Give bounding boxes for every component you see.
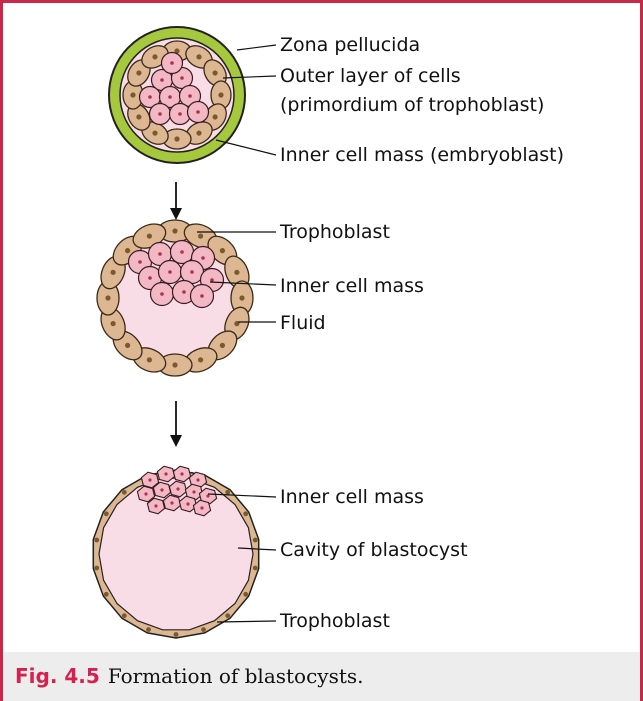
figure-caption-text: Formation of blastocysts. bbox=[108, 664, 364, 688]
inner-cell-nucleus bbox=[148, 478, 151, 481]
figure-number: Fig. 4.5 bbox=[15, 664, 100, 688]
trophoblast-nucleus bbox=[174, 632, 179, 637]
inner-cell-nucleus bbox=[160, 78, 164, 82]
inner-cell-nucleus bbox=[206, 494, 209, 497]
trophoblast-nucleus bbox=[225, 490, 230, 495]
inner-cell-nucleus bbox=[170, 501, 173, 504]
inner-cell-nucleus bbox=[210, 278, 214, 282]
inner-cell-nucleus bbox=[190, 270, 194, 274]
label-trophoblast-late: Trophoblast bbox=[279, 610, 390, 632]
inner-cell-nucleus bbox=[138, 260, 142, 264]
trophoblast-nucleus bbox=[94, 566, 99, 571]
arrow-down-2 bbox=[170, 401, 182, 447]
trophoblast-nucleus bbox=[253, 538, 258, 543]
cell-nucleus bbox=[172, 362, 177, 367]
inner-cell-nucleus bbox=[178, 112, 182, 116]
inner-cell-nucleus bbox=[201, 256, 205, 260]
inner-cell-nucleus bbox=[186, 502, 189, 505]
label-outer-layer: Outer layer of cells bbox=[280, 65, 461, 87]
trophoblast-nucleus bbox=[122, 613, 127, 618]
inner-cell-nucleus bbox=[164, 472, 167, 475]
trophoblast-nucleus bbox=[146, 627, 151, 632]
inner-cell-nucleus bbox=[148, 95, 152, 99]
label-trophoblast-early: Trophoblast bbox=[279, 221, 390, 243]
figure-caption: Fig. 4.5 Formation of blastocysts. bbox=[15, 664, 364, 688]
inner-cell-nucleus bbox=[148, 276, 152, 280]
blastocyst-diagram: Zona pellucida Outer layer of cells (pri… bbox=[0, 0, 643, 652]
label-zona-pellucida: Zona pellucida bbox=[280, 34, 420, 56]
inner-cell-nucleus bbox=[160, 292, 164, 296]
trophoblast-nucleus bbox=[94, 538, 99, 543]
inner-cell-nucleus bbox=[168, 270, 172, 274]
inner-cell-nucleus bbox=[196, 110, 200, 114]
stage-early-blastocyst bbox=[96, 219, 253, 376]
inner-cell-nucleus bbox=[176, 487, 179, 490]
label-inner-cell-mass-embryoblast: Inner cell mass (embryoblast) bbox=[280, 144, 564, 166]
inner-cell-nucleus bbox=[180, 76, 184, 80]
inner-cell-nucleus bbox=[180, 472, 183, 475]
inner-cell-nucleus bbox=[180, 250, 184, 254]
arrow-down-1 bbox=[170, 182, 182, 220]
trophoblast-nucleus bbox=[201, 627, 206, 632]
trophoblast-nucleus bbox=[253, 566, 258, 571]
cell-nucleus bbox=[105, 295, 110, 300]
label-fluid: Fluid bbox=[280, 312, 326, 334]
stage-blastocyst bbox=[93, 466, 258, 638]
trophoblast-nucleus bbox=[225, 613, 230, 618]
inner-cell-nucleus bbox=[200, 294, 204, 298]
label-inner-cell-mass-late: Inner cell mass bbox=[280, 486, 424, 508]
caption-bar: Fig. 4.5 Formation of blastocysts. bbox=[0, 652, 643, 701]
inner-cell-mass-cells bbox=[137, 466, 216, 516]
cell-nucleus bbox=[130, 92, 135, 97]
inner-cell-nucleus bbox=[188, 94, 192, 98]
inner-cell-nucleus bbox=[144, 492, 147, 495]
trophoblast-nucleus bbox=[104, 592, 109, 597]
trophoblast-nucleus bbox=[104, 511, 109, 516]
inner-cell-nucleus bbox=[168, 95, 172, 99]
inner-cell-nucleus bbox=[154, 504, 157, 507]
inner-cell-nucleus bbox=[170, 61, 174, 65]
cell-nucleus bbox=[218, 92, 223, 97]
cell-nucleus bbox=[239, 295, 244, 300]
inner-cell-nucleus bbox=[192, 490, 195, 493]
trophoblast-nucleus bbox=[243, 592, 248, 597]
label-inner-cell-mass-early: Inner cell mass bbox=[280, 275, 424, 297]
inner-cell-nucleus bbox=[160, 488, 163, 491]
inner-cell-nucleus bbox=[158, 252, 162, 256]
label-outer-layer-sub: (primordium of trophoblast) bbox=[280, 94, 544, 116]
label-cavity-of-blastocyst: Cavity of blastocyst bbox=[280, 539, 468, 561]
inner-cell-nucleus bbox=[182, 290, 186, 294]
inner-cell-nucleus bbox=[200, 506, 203, 509]
cell-nucleus bbox=[174, 136, 179, 141]
inner-cell-nucleus bbox=[196, 478, 199, 481]
inner-cell-nucleus bbox=[158, 112, 162, 116]
trophoblast-nucleus bbox=[243, 511, 248, 516]
trophoblast-nucleus bbox=[122, 490, 127, 495]
cell-nucleus bbox=[172, 228, 177, 233]
